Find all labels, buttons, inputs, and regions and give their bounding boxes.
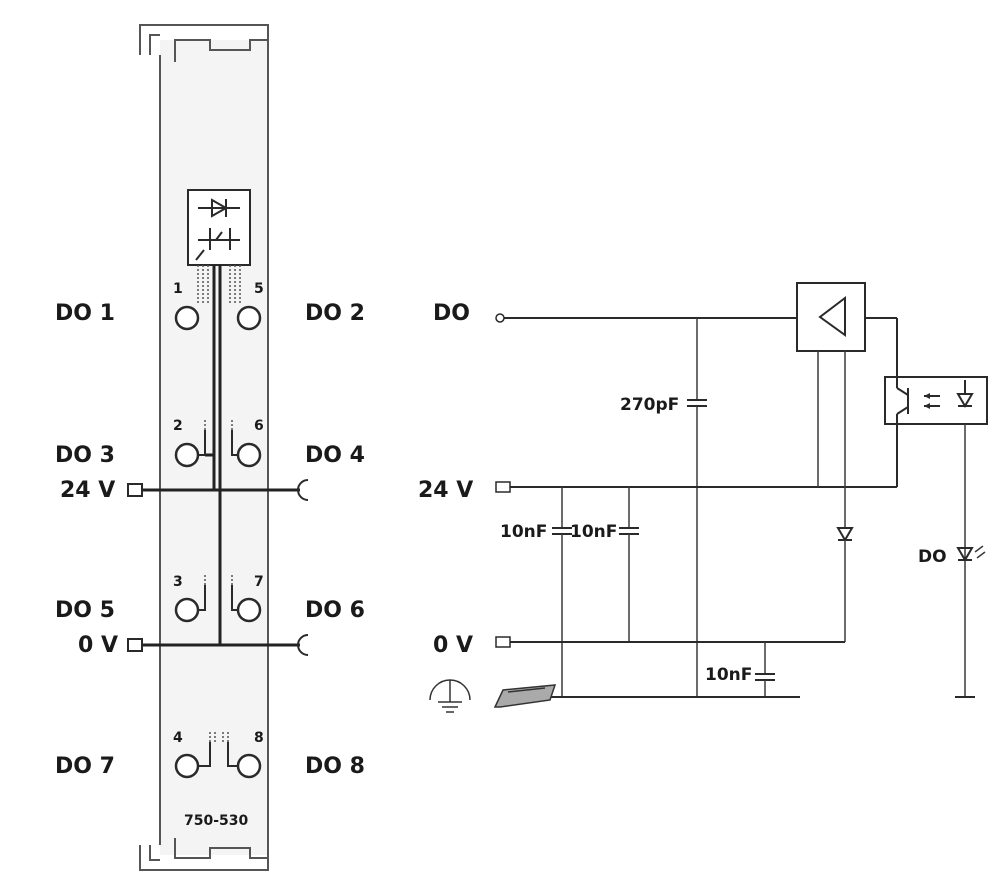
pin-1: 1: [173, 281, 183, 297]
cap-10nf-c-label: 10nF: [705, 665, 752, 685]
schematic-0v-label: 0 V: [433, 633, 473, 658]
pin-5: 5: [254, 281, 264, 297]
pin-4: 4: [173, 730, 183, 746]
label-do3: DO 3: [55, 443, 115, 468]
cap-10nf-b-label: 10nF: [570, 522, 617, 542]
status-led-block: [187, 189, 251, 266]
schematic-24v-label: 24 V: [418, 478, 473, 503]
v24-connector-right: [297, 479, 309, 501]
terminal-dots: [204, 420, 233, 742]
model-number: 750-530: [184, 813, 249, 829]
terminal-1: [174, 305, 200, 331]
buffer-amplifier-icon: [796, 282, 866, 352]
din-rail-icon: [493, 684, 557, 708]
diode-icon: [836, 527, 854, 542]
label-do7: DO 7: [55, 754, 115, 779]
label-do2: DO 2: [305, 301, 365, 326]
terminal-7: [236, 597, 262, 623]
label-do4: DO 4: [305, 443, 365, 468]
terminal-4: [174, 753, 200, 779]
schematic-do-label: DO: [433, 301, 470, 326]
terminal-8: [236, 753, 262, 779]
terminal-6: [236, 442, 262, 468]
terminal-3: [174, 597, 200, 623]
led-icon: [956, 545, 986, 562]
pin-8: 8: [254, 730, 264, 746]
pin-6: 6: [254, 418, 264, 434]
pin-7: 7: [254, 574, 264, 590]
v24-terminal: [495, 481, 511, 493]
pin-2: 2: [173, 418, 183, 434]
terminal-2: [174, 442, 200, 468]
opto-coupler-icon: [195, 228, 240, 261]
terminal-5: [236, 305, 262, 331]
cap-10nf-a-label: 10nF: [500, 522, 547, 542]
opto-coupler-icon: [884, 376, 988, 425]
label-do1: DO 1: [55, 301, 115, 326]
label-module-0v: 0 V: [78, 633, 118, 658]
schematic: [429, 282, 988, 713]
v0-connector-right: [297, 634, 309, 656]
ribbon-dots: [197, 265, 241, 305]
v24-connector-left: [127, 483, 143, 497]
internal-bus: [140, 265, 300, 647]
terminal-leads: [198, 430, 238, 767]
label-do5: DO 5: [55, 598, 115, 623]
do-terminal: [495, 313, 505, 323]
pin-3: 3: [173, 574, 183, 590]
v0-connector-left: [127, 638, 143, 652]
ground-icon: [429, 679, 471, 713]
label-do8: DO 8: [305, 754, 365, 779]
label-module-24v: 24 V: [60, 478, 115, 503]
diode-icon: [198, 198, 240, 218]
led-do-label: DO: [918, 547, 947, 567]
label-do6: DO 6: [305, 598, 365, 623]
cap-270pf-label: 270pF: [620, 395, 679, 415]
v0-terminal: [495, 636, 511, 648]
